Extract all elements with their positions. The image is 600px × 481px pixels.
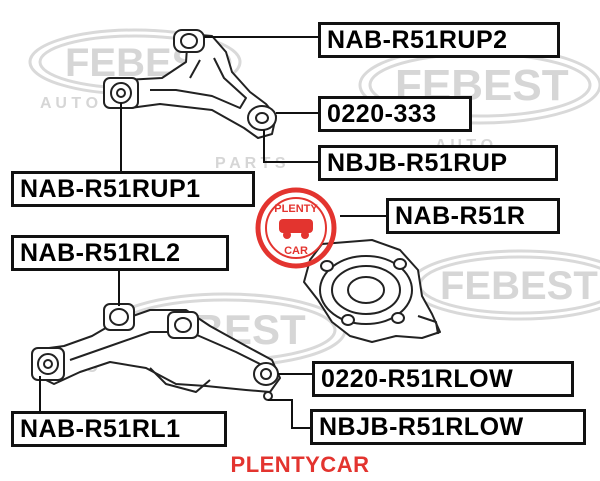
knuckle (303, 239, 441, 343)
label-nab-r51r: NAB-R51R (386, 198, 560, 234)
label-nab-r51rup2: NAB-R51RUP2 (318, 22, 560, 58)
label-nab-r51rup1: NAB-R51RUP1 (11, 171, 255, 207)
stamp-word-top: PLENTY (274, 203, 318, 215)
label-nbjb-r51rlow: NBJB-R51RLOW (310, 409, 586, 445)
label-nab-r51rl1: NAB-R51RL1 (11, 411, 227, 447)
leader-nbjb-r51rup (263, 130, 318, 163)
watermark-auto-1: A U T O (40, 95, 98, 112)
label-0220-r51rlow: 0220-R51RLOW (312, 361, 574, 397)
upper-control-arm (103, 29, 277, 139)
watermark-parts-1: P A R T S (215, 155, 286, 172)
footer-brand: PLENTYCAR (230, 452, 370, 477)
leader-lines (39, 36, 386, 429)
label-nbjb-r51rup: NBJB-R51RUP (318, 145, 558, 181)
label-0220-333: 0220-333 (318, 96, 472, 132)
leader-nbjb-r51rlow (268, 399, 310, 429)
stamp-word-bottom: CAR (284, 245, 308, 257)
lower-control-arm (31, 303, 281, 401)
stamp-car-icon (279, 219, 313, 233)
plentycar-stamp: PLENTY CAR (255, 187, 337, 269)
watermark-brand-4: FEBEST (440, 264, 598, 308)
label-nab-r51rl2: NAB-R51RL2 (11, 235, 229, 271)
